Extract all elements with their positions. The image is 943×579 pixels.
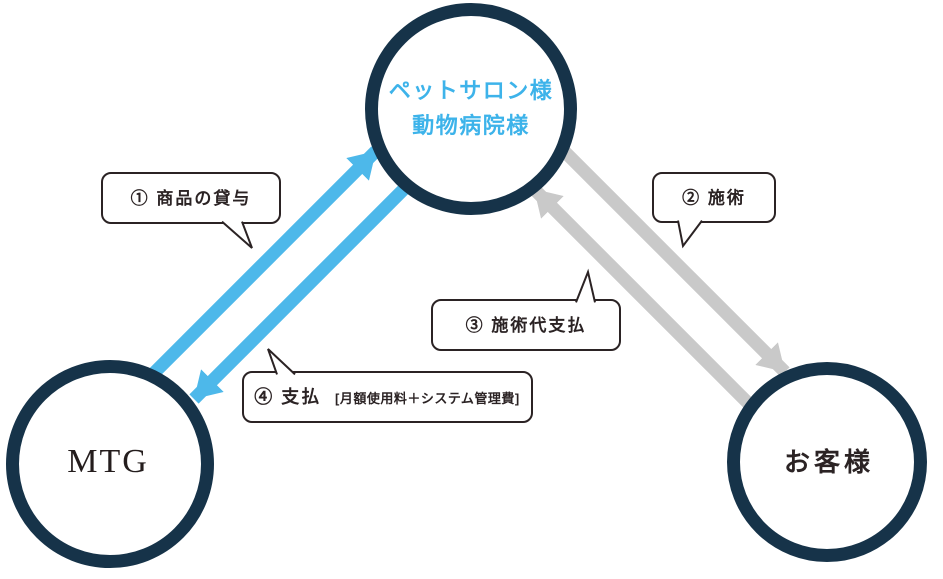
- pet-salon-label-line1: ペットサロン様: [389, 78, 554, 103]
- customer-circle: [727, 362, 927, 562]
- arrow-product-lending: [143, 146, 381, 384]
- step2-label: ② 施術: [682, 188, 746, 208]
- node-customer: お客様: [727, 362, 927, 562]
- step3-bubble: [431, 299, 621, 351]
- step4-label-note: [月額使用料＋システム管理費]: [335, 391, 520, 406]
- step3-bubble-tail: [575, 268, 596, 303]
- arrow-treatment: [556, 143, 790, 377]
- callout-step4: ④ 支払 [月額使用料＋システム管理費]: [242, 348, 533, 423]
- arrow-payment-to-mtg: [189, 178, 415, 404]
- callout-step3: ③ 施術代支払: [431, 268, 621, 351]
- step2-bubble: [652, 172, 776, 223]
- step4-bubble: [242, 371, 533, 423]
- step3-label: ③ 施術代支払: [466, 315, 587, 335]
- step4-label: ④ 支払 [月額使用料＋システム管理費]: [254, 386, 520, 407]
- mtg-label: MTG: [67, 443, 149, 480]
- callout-step2: ② 施術: [652, 172, 776, 249]
- customer-label: お客様: [784, 447, 874, 477]
- step1-label: ① 商品の貸与: [131, 188, 252, 208]
- node-pet-salon: ペットサロン様 動物病院様: [365, 3, 577, 215]
- mtg-circle: [6, 360, 214, 568]
- step4-bubble-tail: [267, 348, 296, 376]
- pet-salon-circle: [365, 3, 577, 215]
- step1-bubble: [101, 172, 281, 224]
- node-mtg: MTG: [6, 360, 214, 568]
- step2-bubble-tail: [677, 220, 703, 249]
- arrow-group: [143, 143, 790, 411]
- callout-step1: ① 商品の貸与: [101, 172, 281, 249]
- step1-bubble-tail: [221, 220, 253, 249]
- step4-label-main: ④ 支払: [254, 386, 321, 407]
- arrow-treatment-fee-payment: [529, 184, 756, 411]
- pet-salon-label-line2: 動物病院様: [412, 113, 530, 138]
